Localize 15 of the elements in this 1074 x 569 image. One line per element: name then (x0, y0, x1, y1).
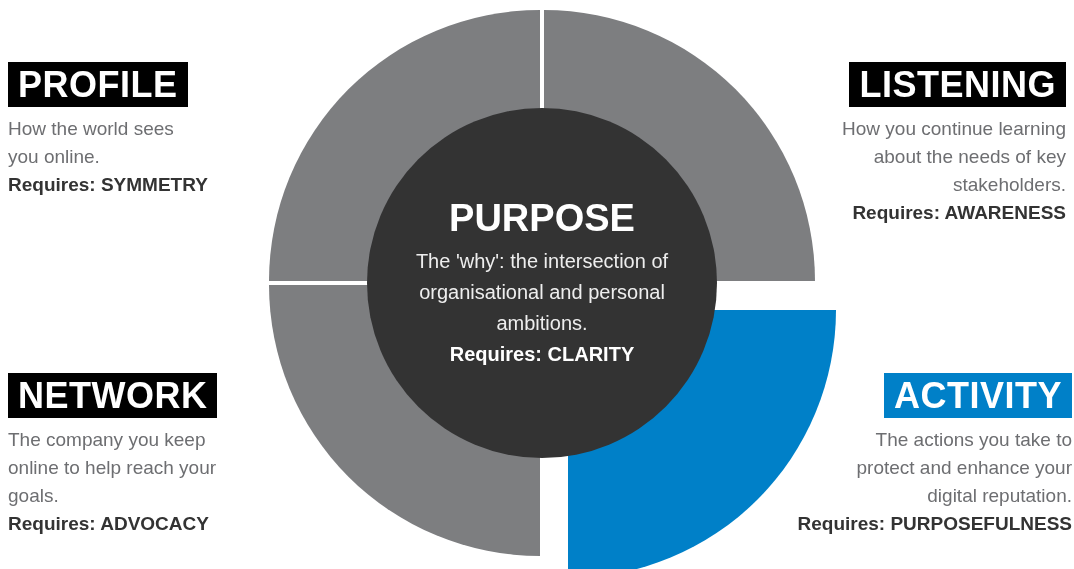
requirement-text: Requires: CLARITY (449, 342, 635, 367)
description-text: The actions you take to protect and enhance your digital reputation. (855, 428, 1072, 508)
requirement-text: Requires: AWARENESS (851, 201, 1066, 225)
description-text: How the world sees you online. (8, 117, 175, 169)
description-text: The 'why': the intersection of organisational and personal ambitions. (414, 249, 670, 336)
requirement-text: Requires: SYMMETRY (8, 173, 209, 197)
heading-banner: PROFILE (8, 62, 188, 107)
heading: PURPOSE (449, 196, 635, 240)
heading-banner: LISTENING (849, 62, 1066, 107)
description-text: How you continue learning about the needs of key stakeholders. (841, 117, 1066, 197)
description-text: The company you keep online to help reach your goals. (8, 428, 218, 508)
requirement-text: Requires: ADVOCACY (8, 512, 210, 536)
requirement-text: Requires: PURPOSEFULNESS (796, 512, 1072, 536)
heading-banner: ACTIVITY (884, 373, 1072, 418)
heading-banner: NETWORK (8, 373, 218, 418)
